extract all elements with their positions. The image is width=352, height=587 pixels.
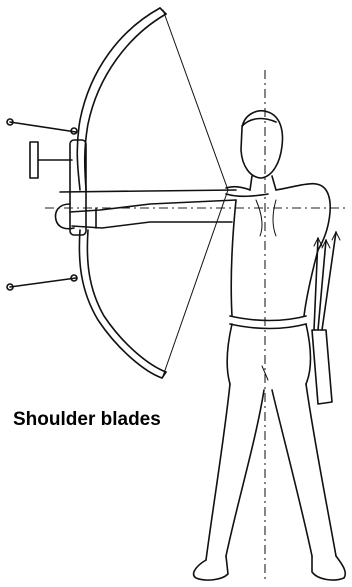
bow-string	[163, 10, 228, 376]
bow-sight	[30, 142, 72, 178]
bow	[70, 8, 166, 378]
archer	[56, 111, 346, 580]
shoulder-blades-caption: Shoulder blades	[13, 409, 161, 431]
